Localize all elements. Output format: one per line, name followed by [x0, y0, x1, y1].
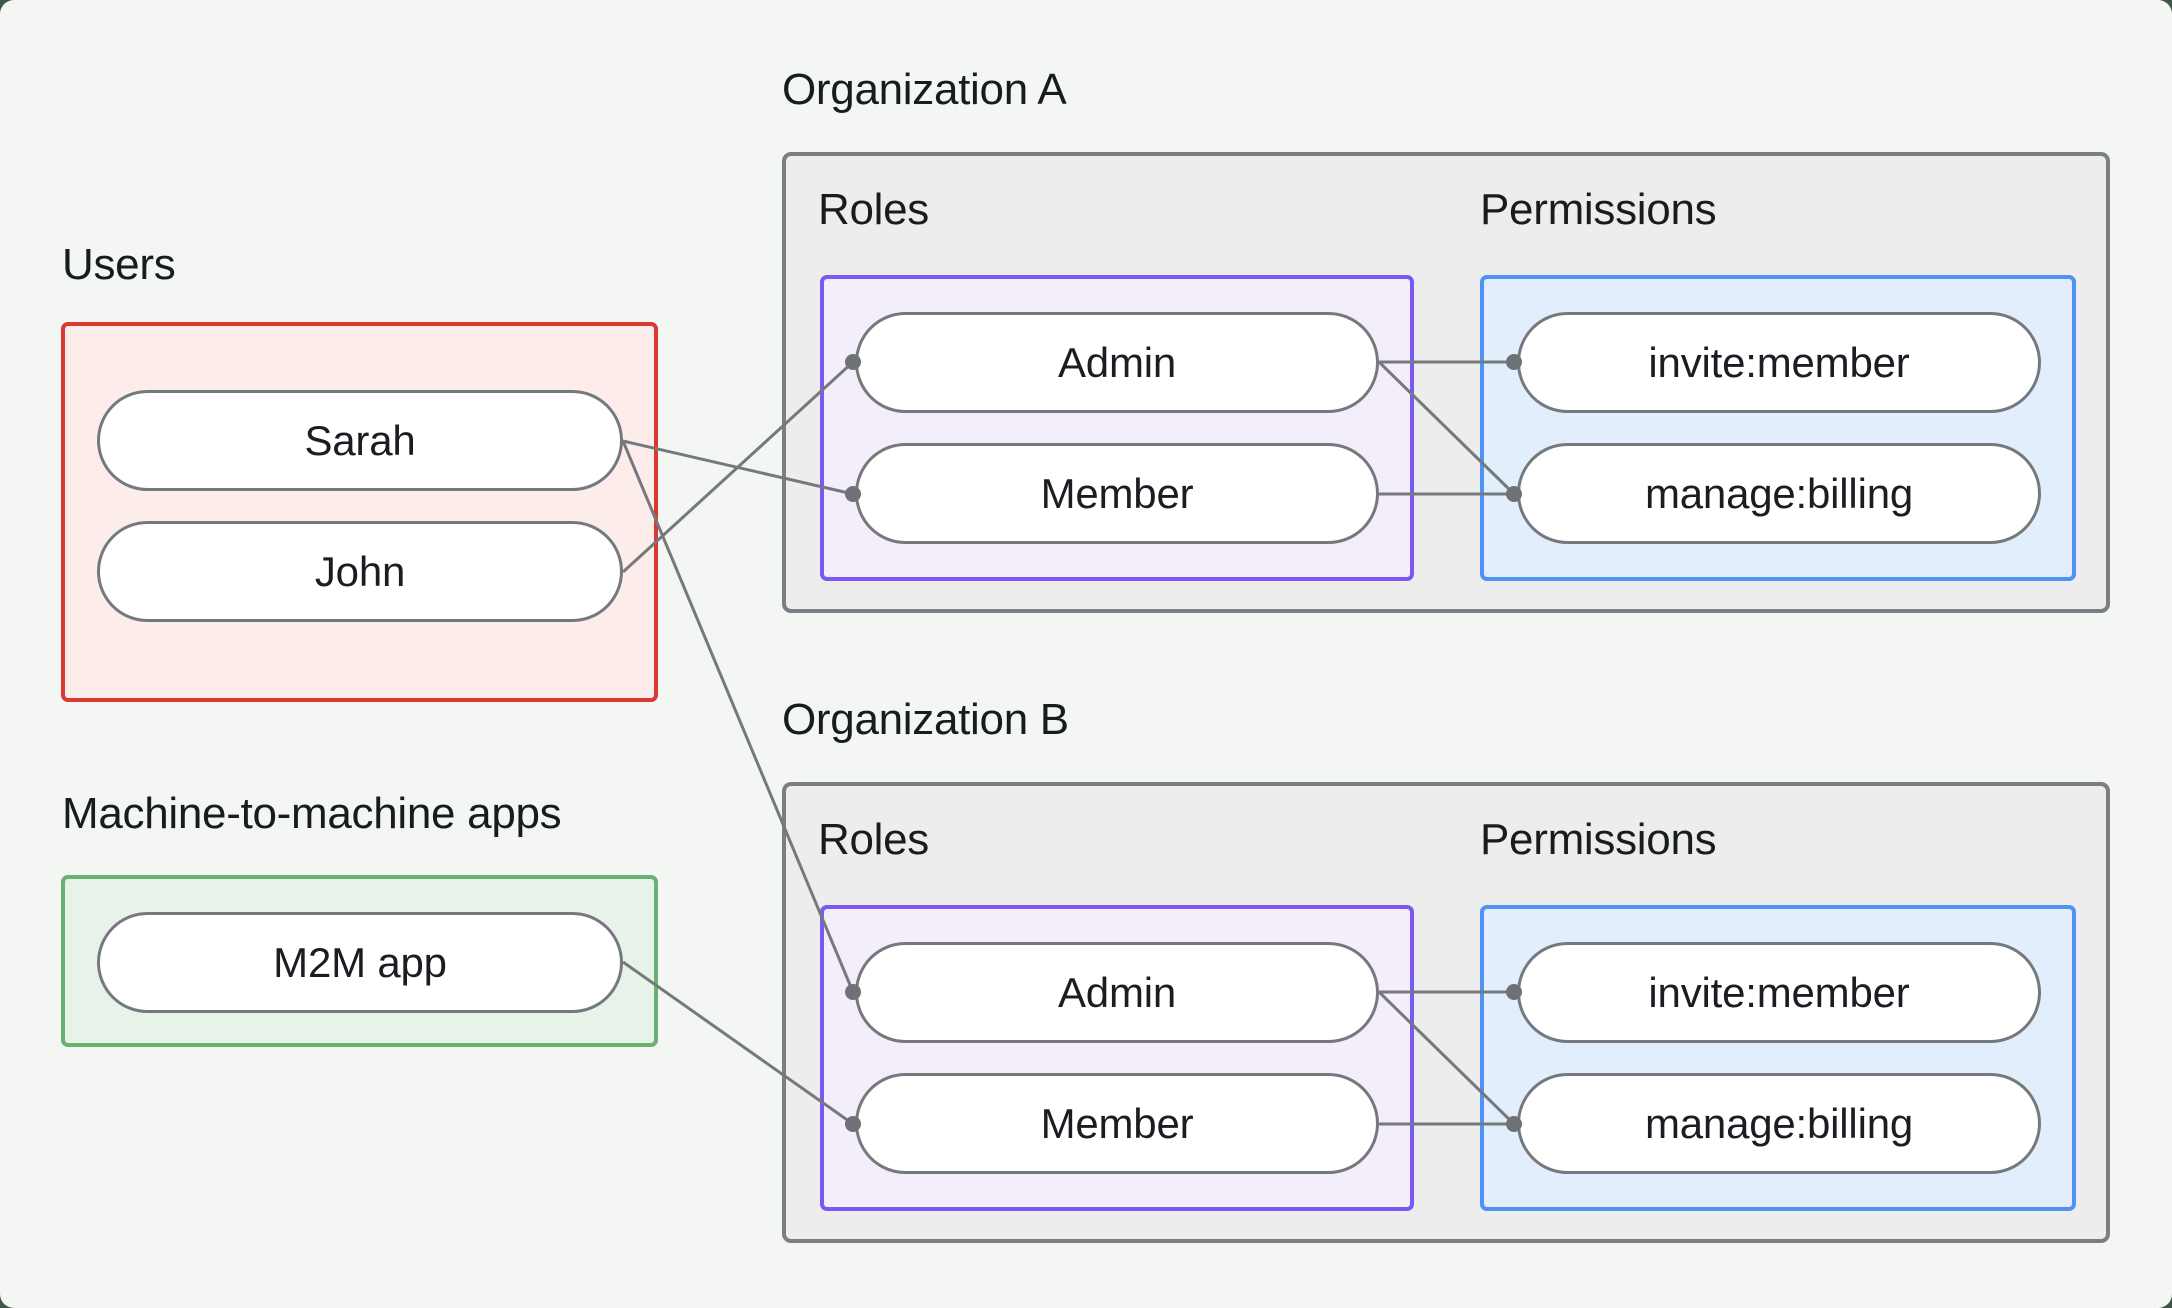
permission-label: manage:billing [1644, 1099, 1914, 1147]
org-a-roles-label: Roles [818, 185, 929, 234]
org-a-permission-invite-member: invite:member [1517, 312, 2041, 413]
org-a-title: Organization A [782, 65, 1067, 114]
permission-label: invite:member [1648, 968, 1910, 1016]
user-node-sarah: Sarah [97, 390, 623, 491]
users-group-frame [61, 322, 658, 702]
m2m-app-node: M2M app [97, 912, 623, 1013]
permission-label: invite:member [1648, 338, 1910, 386]
role-label: Admin [1057, 338, 1177, 386]
m2m-app-label: M2M app [273, 938, 447, 986]
org-b-permission-manage-billing: manage:billing [1517, 1073, 2041, 1174]
users-group-label: Users [62, 240, 176, 289]
org-a-role-member: Member [855, 443, 1379, 544]
org-b-role-member: Member [855, 1073, 1379, 1174]
org-a-permissions-label: Permissions [1480, 185, 1717, 234]
org-b-roles-label: Roles [818, 815, 929, 864]
user-node-john: John [97, 521, 623, 622]
org-b-permissions-label: Permissions [1480, 815, 1717, 864]
org-a-role-admin: Admin [855, 312, 1379, 413]
role-label: Member [1040, 469, 1194, 517]
m2m-group-label: Machine-to-machine apps [62, 789, 562, 838]
role-label: Admin [1057, 968, 1177, 1016]
user-node-label: Sarah [304, 416, 416, 464]
permission-label: manage:billing [1644, 469, 1914, 517]
org-b-role-admin: Admin [855, 942, 1379, 1043]
org-b-permission-invite-member: invite:member [1517, 942, 2041, 1043]
user-node-label: John [314, 547, 406, 595]
role-label: Member [1040, 1099, 1194, 1147]
org-b-title: Organization B [782, 695, 1069, 744]
org-a-permission-manage-billing: manage:billing [1517, 443, 2041, 544]
